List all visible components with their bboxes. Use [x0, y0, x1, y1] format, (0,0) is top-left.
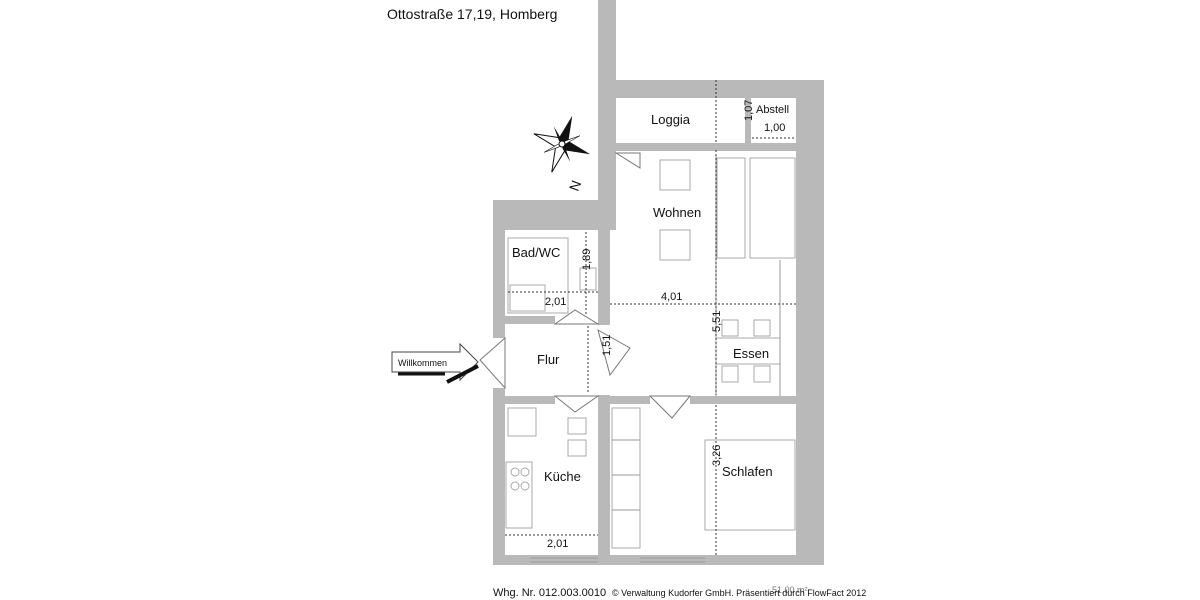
entrance-label: Willkommen: [398, 358, 447, 368]
windows: [530, 557, 705, 563]
entrance-arrow: Willkommen: [391, 342, 479, 384]
furniture: [505, 155, 796, 549]
room-abstell: Abstell: [756, 104, 789, 116]
dim-bad-height: 1,89: [581, 249, 593, 270]
unit-number: Whg. Nr. 012.003.0010: [493, 587, 606, 599]
area-label: 51,00 m²: [772, 585, 808, 595]
room-wohnen: Wohnen: [653, 205, 701, 220]
room-loggia: Loggia: [651, 112, 691, 127]
dim-kueche-width: 2,01: [547, 538, 568, 550]
room-kueche: Küche: [544, 469, 581, 484]
compass-icon: [533, 115, 591, 173]
dim-bad-width: 2,01: [545, 296, 566, 308]
address-title: Ottostraße 17,19, Homberg: [387, 6, 557, 22]
dim-wohnen-width: 4,01: [661, 291, 682, 303]
room-bad: Bad/WC: [512, 245, 560, 260]
room-essen: Essen: [733, 346, 769, 361]
room-flur: Flur: [537, 352, 560, 367]
room-schlafen: Schlafen: [722, 464, 773, 479]
doors: [479, 152, 692, 419]
walls: [493, 0, 824, 565]
dim-abstell-width: 1,00: [764, 122, 785, 134]
dimension-lines: [505, 80, 796, 555]
dim-loggia-depth: 1,07: [743, 100, 755, 121]
footer-credit: © Verwaltung Kudorfer GmbH. Präsentiert …: [612, 588, 866, 598]
dim-wohnen-height: 5,51: [711, 311, 723, 332]
dim-schlafen-height: 3,26: [711, 445, 723, 466]
compass-label: N: [566, 178, 584, 193]
dim-flur-height: 1,51: [601, 335, 613, 356]
